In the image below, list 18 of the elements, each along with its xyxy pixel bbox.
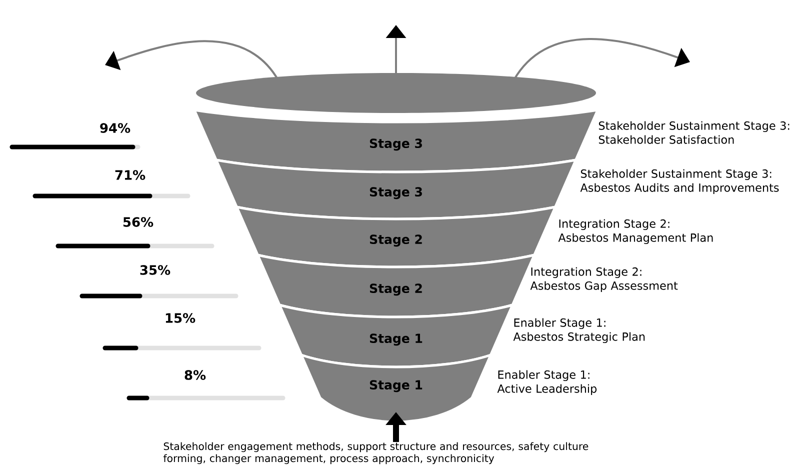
funnel-segment: Stage 1 [278, 304, 514, 368]
funnel-rim [196, 73, 596, 113]
percentage: 56% [123, 217, 154, 227]
percentage: 71% [115, 170, 146, 180]
percentage: 15% [166, 313, 196, 323]
funnel-segment: Stage 3 [214, 158, 578, 220]
funnel-segment: Stage 1 [300, 354, 492, 424]
description-text: Enabler Stage 1: Active Leadership [497, 370, 597, 396]
note-text: Stakeholder engagement methods, support structure and resources, safety culture forming, changer management, process approach, synchronicity [163, 442, 588, 464]
funnel-segment: Stage 2 [235, 206, 557, 268]
percentage: 94% [100, 123, 130, 133]
description-text: Enabler Stage 1: Asbestos Strategic Plan [513, 318, 645, 344]
description-text: Integration Stage 2: Asbestos Gap Assessment [530, 267, 678, 292]
description-text: Stakeholder Sustainment Stage 3: Stakeholder Satisfaction [598, 121, 790, 144]
description-text: Stakeholder Sustainment Stage 3: Asbestos Audits and Improvements [580, 169, 779, 194]
description-text: Integration Stage 2: Asbestos Management Plan [558, 219, 713, 244]
percentage: 8% [184, 370, 206, 380]
percentage: 35% [140, 265, 170, 275]
